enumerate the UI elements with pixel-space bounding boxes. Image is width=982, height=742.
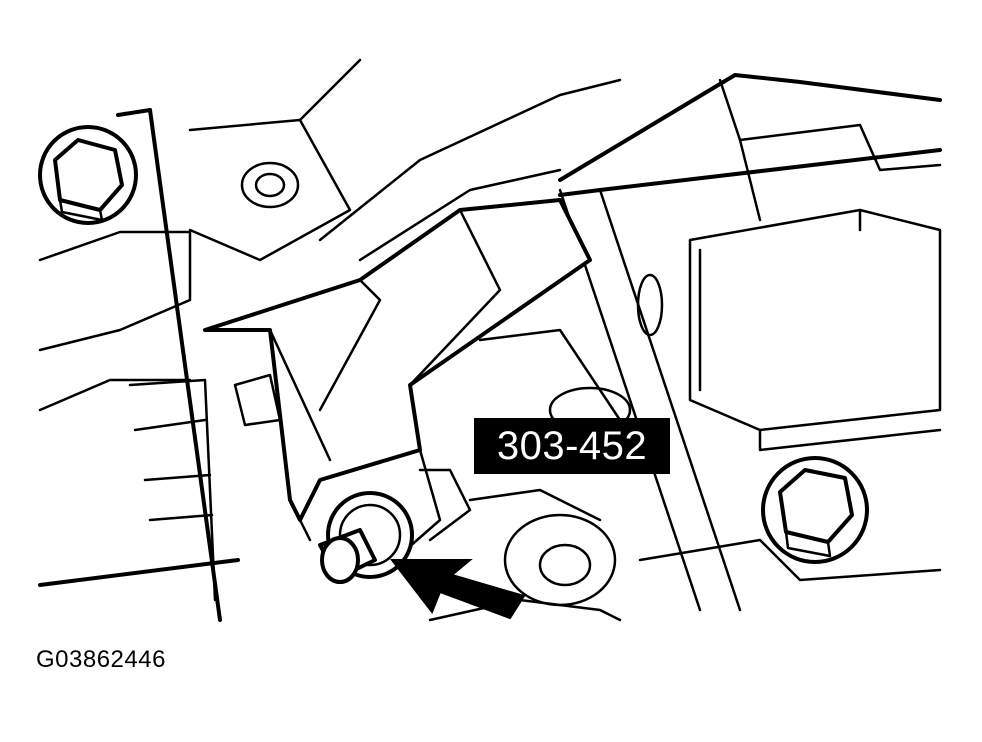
figure-id: G03862446 xyxy=(36,646,166,673)
special-tool-bracket xyxy=(203,198,592,557)
hex-bolt-upper-left xyxy=(38,125,138,225)
engine-housing xyxy=(38,58,942,622)
tool-number-label: 303-452 xyxy=(474,418,670,474)
retaining-pin xyxy=(318,491,414,584)
hex-bolt-right xyxy=(761,456,869,564)
arrow-indicator-icon xyxy=(389,559,526,620)
